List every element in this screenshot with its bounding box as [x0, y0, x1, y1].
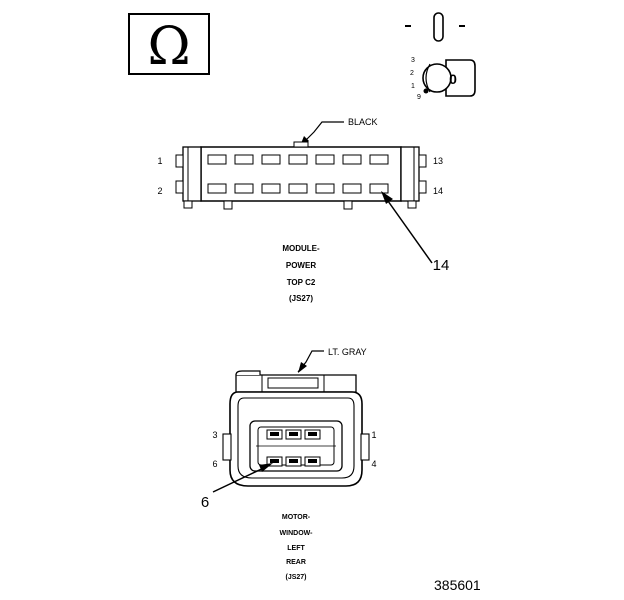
terminal-cavity — [261, 154, 281, 165]
terminal-cavity — [234, 183, 254, 194]
pin-number: 1 — [157, 156, 162, 166]
pin-number: 4 — [371, 459, 376, 469]
switch-position-label: 1 — [411, 83, 415, 90]
ohmmeter-symbol: Ω — [128, 13, 210, 77]
key-label: 0 — [449, 71, 457, 87]
terminal-cavity — [207, 183, 227, 194]
connector-name-line: (JS27) — [289, 294, 313, 303]
terminal-contact — [289, 459, 298, 463]
terminal-cavity — [369, 154, 389, 165]
connector-color-label: BLACK — [348, 117, 378, 127]
callout-number: 14 — [433, 257, 450, 274]
terminal-cavity — [315, 183, 335, 194]
terminal-cavity — [288, 183, 308, 194]
terminal-cavity — [288, 154, 308, 165]
pin-number: 3 — [212, 430, 217, 440]
connector-name-line: MODULE- — [282, 244, 320, 253]
terminal-cavity — [234, 154, 254, 165]
connector-motor-window-left-rear: LT. GRAY 3 6 1 4 6 MOTOR- WINDOW- — [201, 347, 377, 581]
terminal-contact — [308, 459, 317, 463]
terminal-cavity — [207, 154, 227, 165]
pin-number: 13 — [433, 156, 443, 166]
connector-module-power-top-c2: BLACK 1 2 13 14 14 MODULE- POWER — [157, 117, 449, 303]
connector-name-line: WINDOW- — [280, 530, 314, 537]
connector-name-line: TOP C2 — [287, 278, 316, 287]
switch-position-label: 9 — [417, 94, 421, 101]
ignition-switch-icon: 0 3 2 1 9 — [405, 12, 476, 101]
connector-name-line: MOTOR- — [282, 514, 311, 521]
connector-name-line: REAR — [286, 559, 306, 566]
terminal-cavity — [342, 183, 362, 194]
figure-number: 385601 — [434, 577, 481, 593]
terminal-cavity-grid — [266, 429, 321, 467]
terminal-cavity — [369, 183, 389, 194]
switch-position-label: 2 — [410, 70, 414, 77]
ohm-icon: Ω — [147, 17, 190, 77]
connector-name-line: (JS27) — [285, 574, 306, 581]
pin-number: 6 — [212, 459, 217, 469]
pin-number: 1 — [371, 430, 376, 440]
connector-name-line: LEFT — [287, 545, 305, 552]
callout-number: 6 — [201, 494, 209, 511]
terminal-cavity — [342, 154, 362, 165]
terminal-contact — [270, 459, 279, 463]
terminal-contact — [308, 432, 317, 436]
terminal-cavity-grid — [207, 154, 389, 194]
connector-color-label: LT. GRAY — [328, 347, 367, 357]
pin-number: 2 — [157, 186, 162, 196]
pin-number: 14 — [433, 186, 443, 196]
terminal-contact — [289, 432, 298, 436]
connector-name-line: POWER — [286, 261, 316, 270]
switch-position-label: 3 — [411, 57, 415, 64]
terminal-cavity — [261, 183, 281, 194]
terminal-cavity — [315, 154, 335, 165]
terminal-contact — [270, 432, 279, 436]
